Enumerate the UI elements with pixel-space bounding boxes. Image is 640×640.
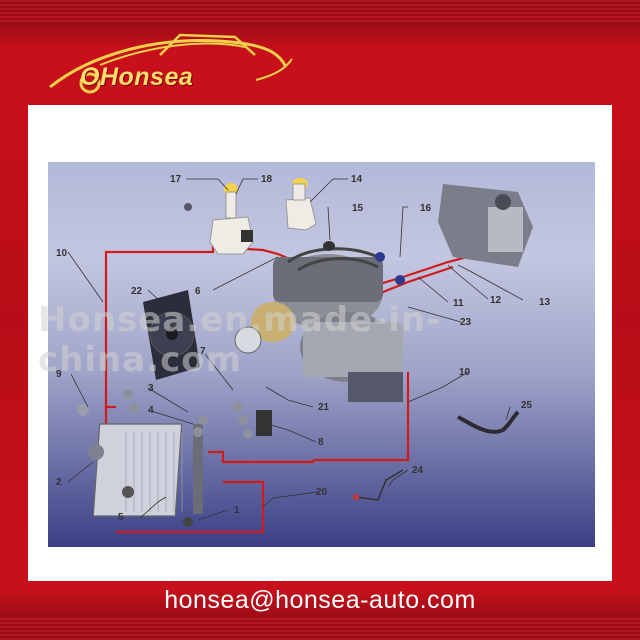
- callout-14: 14: [351, 174, 363, 185]
- callout-24: 24: [412, 465, 424, 476]
- hose-icon: [457, 410, 520, 434]
- callout-4: 4: [148, 405, 154, 416]
- callout-21: 21: [318, 402, 330, 413]
- callout-17: 17: [170, 174, 182, 185]
- callout-5: 5: [118, 512, 124, 523]
- callout-13: 13: [539, 297, 551, 308]
- watermark-text: Honsea.en.made-in-china.com: [38, 300, 442, 380]
- diagram-canvas: [67, 178, 533, 534]
- radiator-icon: [92, 423, 203, 517]
- grommet-icon: [323, 241, 335, 251]
- sensor-icon: [355, 469, 404, 501]
- callout-11: 11: [453, 298, 464, 309]
- bushing-icon: [88, 444, 104, 460]
- callout-20: 20: [316, 487, 328, 498]
- callout-3: 3: [148, 383, 154, 394]
- callout-16: 16: [420, 203, 432, 214]
- callout-6: 6: [195, 286, 201, 297]
- small-parts: [77, 203, 405, 527]
- callout-8: 8: [318, 437, 324, 448]
- bottom-stripes: [0, 618, 640, 640]
- brand-name: OHonsea: [80, 63, 194, 91]
- callout-7: 7: [200, 346, 206, 357]
- engine-icon: [234, 247, 403, 402]
- callout-10-right: 10: [459, 367, 471, 378]
- callout-9: 9: [56, 369, 62, 380]
- callout-1: 1: [234, 505, 240, 516]
- bracket-icon: [256, 410, 272, 436]
- top-stripes: [0, 0, 640, 22]
- brand-logo: [30, 25, 610, 105]
- washer-reservoir-icon: [285, 178, 317, 231]
- callout-15: 15: [352, 203, 364, 214]
- callout-23: 23: [460, 317, 472, 328]
- leader-lines: [67, 178, 524, 521]
- callout-12: 12: [490, 295, 502, 306]
- intake-bracket-icon: [438, 184, 533, 267]
- clip-icon: [184, 203, 192, 211]
- callout-25: 25: [521, 400, 533, 411]
- callout-2: 2: [56, 477, 62, 488]
- parts-diagram: 17 18 14 15 16 10 6 22 11 12 13 23 7 9 3…: [48, 162, 595, 547]
- mount-icon: [77, 404, 89, 416]
- fan-shroud-icon: [143, 290, 200, 380]
- callout-22: 22: [131, 286, 143, 297]
- car-silhouette-icon: [49, 33, 293, 94]
- coolant-reservoir-icon: [209, 183, 254, 255]
- footer-email: honsea@honsea-auto.com: [164, 586, 476, 614]
- callout-18: 18: [261, 174, 273, 185]
- callout-10-top: 10: [56, 248, 68, 259]
